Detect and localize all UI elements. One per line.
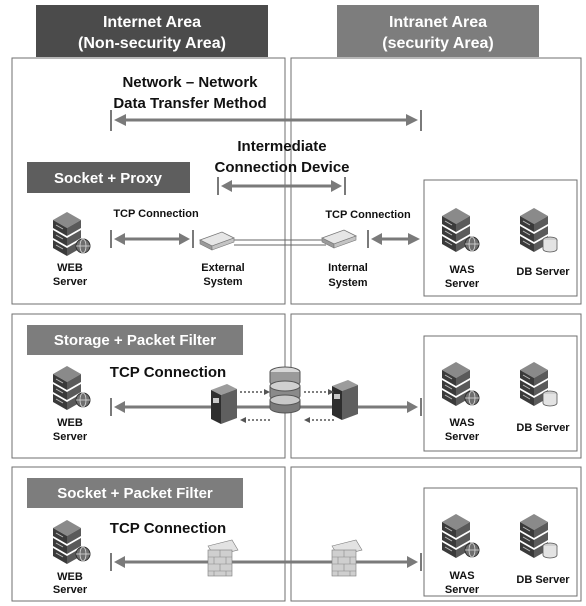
was-server-line1: WAS [449, 417, 474, 429]
intermediate-arrow [217, 177, 346, 195]
section-socket-packet-filter: Socket + Packet Filter TCP Connection WE… [27, 478, 570, 596]
web-server-line1: WEB [57, 262, 83, 274]
storage-flow-lines [240, 389, 334, 423]
network-transfer-line2: Data Transfer Method [113, 95, 266, 112]
internet-area-header: Internet Area (Non-security Area) [36, 5, 268, 57]
packet-filter-icon [211, 384, 237, 424]
was-server-line1: WAS [449, 570, 474, 582]
web-server-line1: WEB [57, 571, 83, 583]
tcp-arrow-right [367, 230, 420, 248]
was-server-line1: WAS [449, 264, 474, 276]
section-storage-packet-filter: Storage + Packet Filter TCP Connection W… [27, 325, 570, 443]
web-server-line1: WEB [57, 417, 83, 429]
db-server-label: DB Server [516, 266, 570, 278]
intranet-area-header: Intranet Area (security Area) [337, 5, 539, 57]
internet-header-line2: (Non-security Area) [78, 35, 226, 52]
network-transfer-line1: Network – Network [122, 74, 258, 91]
tcp-label: TCP Connection [110, 520, 226, 537]
method-label-storage-packet-filter: Storage + Packet Filter [54, 332, 216, 349]
tcp-arrow [110, 398, 422, 416]
db-server-label: DB Server [516, 422, 570, 434]
tcp-arrow-left [110, 230, 194, 248]
intranet-header-line1: Intranet Area [389, 14, 487, 31]
external-line1: External [201, 262, 244, 274]
was-server-line2: Server [445, 278, 480, 290]
tcp-label-right: TCP Connection [325, 209, 411, 221]
storage-disk-icon [269, 366, 301, 414]
tcp-label-left: TCP Connection [113, 208, 199, 220]
tcp-arrow [110, 553, 422, 571]
method-box-socket-packet-filter [27, 478, 243, 508]
method-box-socket-proxy [27, 162, 190, 193]
external-line2: System [203, 276, 242, 288]
packet-filter-icon [332, 380, 358, 420]
intermediate-line1: Intermediate [237, 138, 326, 155]
intranet-header-bg [337, 5, 539, 57]
method-label-socket-proxy: Socket + Proxy [54, 170, 163, 187]
section-socket-proxy: Socket + Proxy TCP Connection TCP Connec… [27, 162, 570, 290]
web-server-line2: Server [53, 431, 88, 443]
web-server-line2: Server [53, 584, 88, 596]
internet-header-bg [36, 5, 268, 57]
web-server-line2: Server [53, 276, 88, 288]
intranet-header-line2: (security Area) [382, 35, 493, 52]
method-box-storage-packet-filter [27, 325, 243, 355]
device-link [234, 239, 326, 246]
method-label-socket-packet-filter: Socket + Packet Filter [57, 485, 213, 502]
was-server-line2: Server [445, 584, 480, 596]
was-server-line2: Server [445, 431, 480, 443]
db-server-label: DB Server [516, 574, 570, 586]
network-transfer-arrow [110, 110, 422, 131]
internet-header-line1: Internet Area [103, 14, 201, 31]
internal-line2: System [328, 277, 367, 289]
tcp-label: TCP Connection [110, 364, 226, 381]
intermediate-line2: Connection Device [214, 159, 349, 176]
internal-line1: Internal [328, 262, 368, 274]
